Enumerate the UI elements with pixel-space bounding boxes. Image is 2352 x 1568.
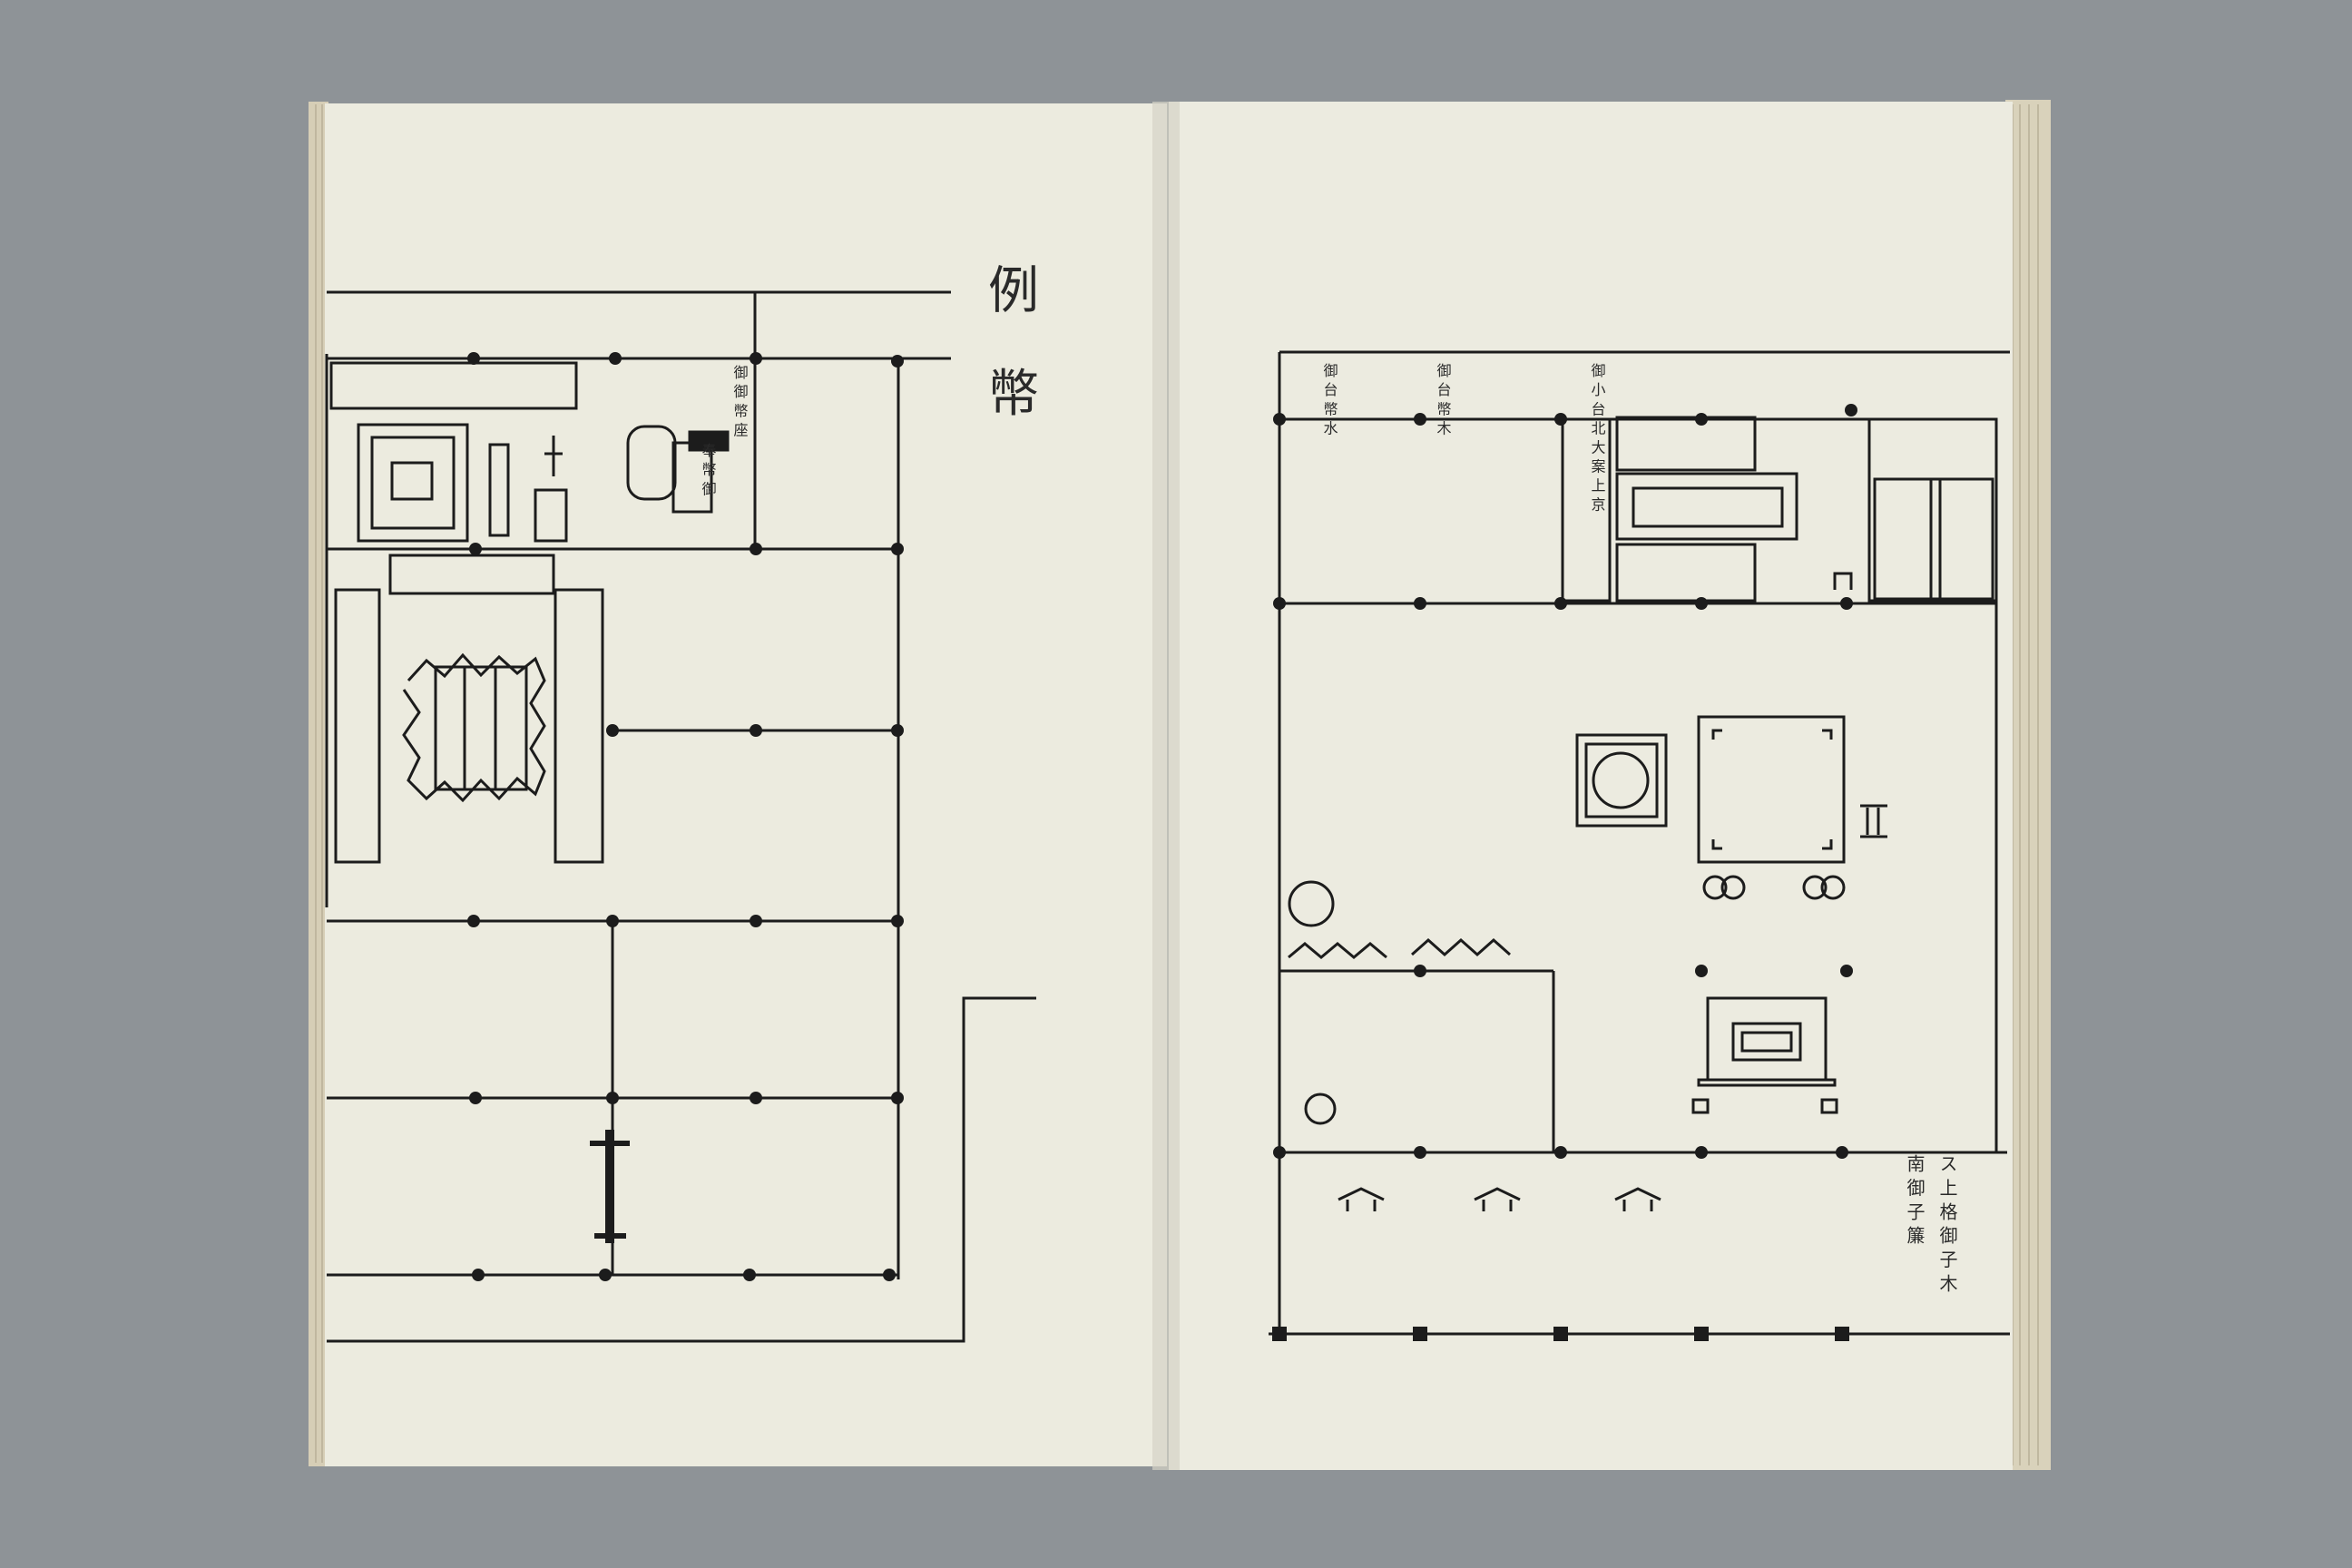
right-label-3: 御 小 台 北 大 案 上 京 — [1589, 363, 1606, 513]
left-label-seat-2: 奉 幣 御 — [700, 443, 717, 495]
right-floor-plan — [1269, 350, 2010, 1338]
right-label-1: 御 台 幣 水 — [1321, 363, 1338, 435]
left-page-edge — [309, 102, 328, 1466]
left-page — [325, 103, 1167, 1466]
right-page — [1169, 102, 2013, 1470]
left-floor-plan — [325, 290, 1036, 1343]
left-post-dots — [467, 352, 904, 1281]
right-stool-marks — [1338, 1187, 1661, 1211]
right-label-2: 御 台 幣 木 — [1435, 363, 1452, 435]
right-label-bottom-1: ス 上 格 御 子 木 — [1936, 1154, 1958, 1292]
right-label-bottom-2: 南 御 子 簾 — [1904, 1154, 1926, 1244]
gutter-shadow — [1152, 102, 1180, 1470]
left-label-seat-1: 御 御 幣 座 — [731, 365, 749, 436]
right-post-dots — [1272, 404, 1857, 1341]
left-page-title: 例 幣 — [980, 263, 1039, 436]
